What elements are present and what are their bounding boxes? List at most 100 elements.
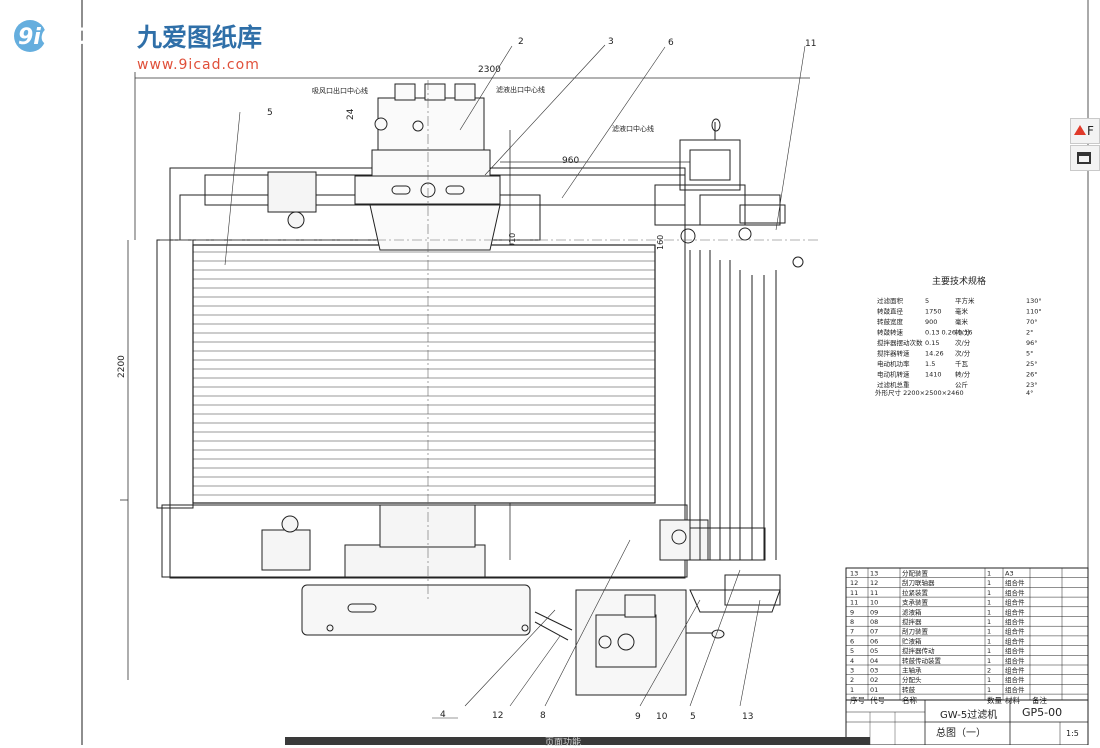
spec-name: 搅拌器摆动次数	[877, 338, 923, 347]
side-toolbar-label: F	[1087, 124, 1094, 138]
leader-lines	[224, 44, 806, 707]
machine-name: GW-5过滤机	[940, 708, 997, 721]
parts-cell-no: 1	[850, 686, 854, 694]
drawing-name: 总图（一）	[936, 726, 986, 739]
dim-160: 160	[656, 235, 665, 250]
parts-cell-no: 8	[850, 618, 854, 626]
parts-cell-name: 转鼓传动装置	[902, 656, 942, 665]
parts-cell-qty: 1	[987, 628, 991, 636]
dim-inner-width: 960	[562, 156, 579, 166]
spec-unit: 毫米	[955, 317, 969, 326]
spec-extra: 130°	[1026, 297, 1042, 305]
spec-value: 5	[925, 297, 929, 305]
parts-cell-code: 02	[870, 676, 878, 684]
parts-cell-name: 转鼓	[902, 685, 916, 694]
spec-value: 900	[925, 318, 937, 326]
parts-cell-name: 刮刀装置	[902, 627, 929, 636]
parts-cell-material: 组合件	[1005, 588, 1025, 597]
spec-unit: 转/分	[955, 328, 971, 337]
spec-unit: 平方米	[955, 296, 975, 305]
parts-cell-code: 06	[870, 637, 878, 645]
side-toolbar-button-window[interactable]	[1070, 145, 1100, 171]
note-mid: 滤液出口中心线	[496, 85, 545, 94]
spec-unit: 次/分	[955, 338, 971, 347]
parts-cell-material: A3	[1005, 570, 1014, 578]
spec-extra: 5°	[1026, 350, 1033, 358]
dim-overall-height: 2200	[117, 355, 127, 378]
spec-unit: 千瓦	[955, 359, 969, 368]
spec-name: 转鼓宽度	[877, 317, 904, 326]
parts-cell-qty: 2	[987, 667, 991, 675]
parts-cell-code: 12	[870, 579, 878, 587]
note-right: 滤液口中心线	[612, 124, 654, 133]
title-block: GW-5过滤机 总图（一） GP5-00 1:5	[845, 699, 1089, 745]
side-toolbar-button-f[interactable]: F	[1070, 118, 1100, 144]
watermark-logo: 9iCAD 九爱图纸库 www.9icad.com	[14, 20, 262, 73]
window-icon	[1077, 152, 1091, 164]
specs-footer-extra: 4°	[1026, 389, 1033, 397]
parts-cell-no: 11	[850, 599, 858, 607]
parts-cell-no: 12	[850, 579, 858, 587]
spec-name: 电动机功率	[877, 359, 910, 368]
parts-cell-qty: 1	[987, 676, 991, 684]
bearing-supports	[261, 171, 709, 578]
parts-cell-code: 03	[870, 667, 878, 675]
spec-unit: 毫米	[955, 307, 969, 316]
specs-title: 主要技术规格	[932, 275, 986, 287]
parts-cell-code: 13	[870, 570, 878, 578]
parts-cell-name: 分配装置	[902, 569, 929, 578]
parts-cell-qty: 1	[987, 570, 991, 578]
parts-cell-code: 09	[870, 608, 878, 616]
parts-cell-code: 10	[870, 599, 878, 607]
parts-cell-code: 04	[870, 657, 878, 665]
spec-value: 0.13 0.26 0.16	[925, 329, 973, 337]
parts-cell-no: 3	[850, 667, 854, 675]
spec-name: 过滤面积	[877, 296, 904, 305]
parts-cell-material: 组合件	[1005, 598, 1025, 607]
parts-cell-no: 13	[850, 570, 858, 578]
motor-gearbox	[301, 584, 725, 696]
distribution-head	[354, 83, 501, 251]
specs-footer: 外形尺寸 2200×2500×2460	[875, 388, 964, 397]
parts-cell-code: 11	[870, 589, 878, 597]
parts-cell-name: 主轴承	[902, 666, 922, 675]
spec-extra: 26°	[1026, 371, 1038, 379]
spec-extra: 70°	[1026, 318, 1038, 326]
parts-cell-qty: 1	[987, 608, 991, 616]
parts-cell-qty: 1	[987, 686, 991, 694]
bottom-toolbar-label: 页面功能	[545, 738, 582, 748]
parts-cell-name: 搅拌器传动	[902, 646, 935, 655]
spec-value: 1750	[925, 308, 942, 316]
leader-label-8: 8	[540, 711, 546, 721]
triangle-icon	[1074, 125, 1086, 135]
parts-cell-name: 搅拌器	[902, 617, 922, 626]
parts-cell-code: 05	[870, 647, 878, 655]
leader-label-2: 2	[518, 37, 524, 47]
parts-cell-name: 贮液箱	[902, 636, 922, 645]
bottom-toolbar[interactable]	[285, 737, 870, 745]
spec-name: 电动机转速	[877, 370, 910, 379]
parts-cell-material: 组合件	[1005, 685, 1025, 694]
parts-cell-material: 组合件	[1005, 578, 1025, 587]
leader-label-12: 12	[492, 711, 503, 721]
parts-cell-no: 11	[850, 589, 858, 597]
parts-cell-material: 组合件	[1005, 666, 1025, 675]
logo-mark: 9iCAD	[18, 25, 92, 50]
parts-cell-material: 组合件	[1005, 607, 1025, 616]
spec-extra: 25°	[1026, 360, 1038, 368]
leader-label-4: 4	[440, 710, 446, 720]
spec-value: 14.26	[925, 350, 944, 358]
spec-extra: 110°	[1026, 308, 1042, 316]
dimension-lines	[120, 72, 810, 680]
right-assembly	[654, 118, 804, 613]
parts-cell-material: 组合件	[1005, 656, 1025, 665]
spec-name: 过滤机总重	[877, 380, 910, 389]
spec-name: 转鼓转速	[877, 328, 904, 337]
drawing-scale: 1:5	[1066, 729, 1079, 738]
site-url: www.9icad.com	[137, 57, 260, 73]
parts-cell-name: 刮刀联轴器	[902, 578, 935, 587]
parts-cell-material: 组合件	[1005, 617, 1025, 626]
parts-cell-no: 2	[850, 676, 854, 684]
